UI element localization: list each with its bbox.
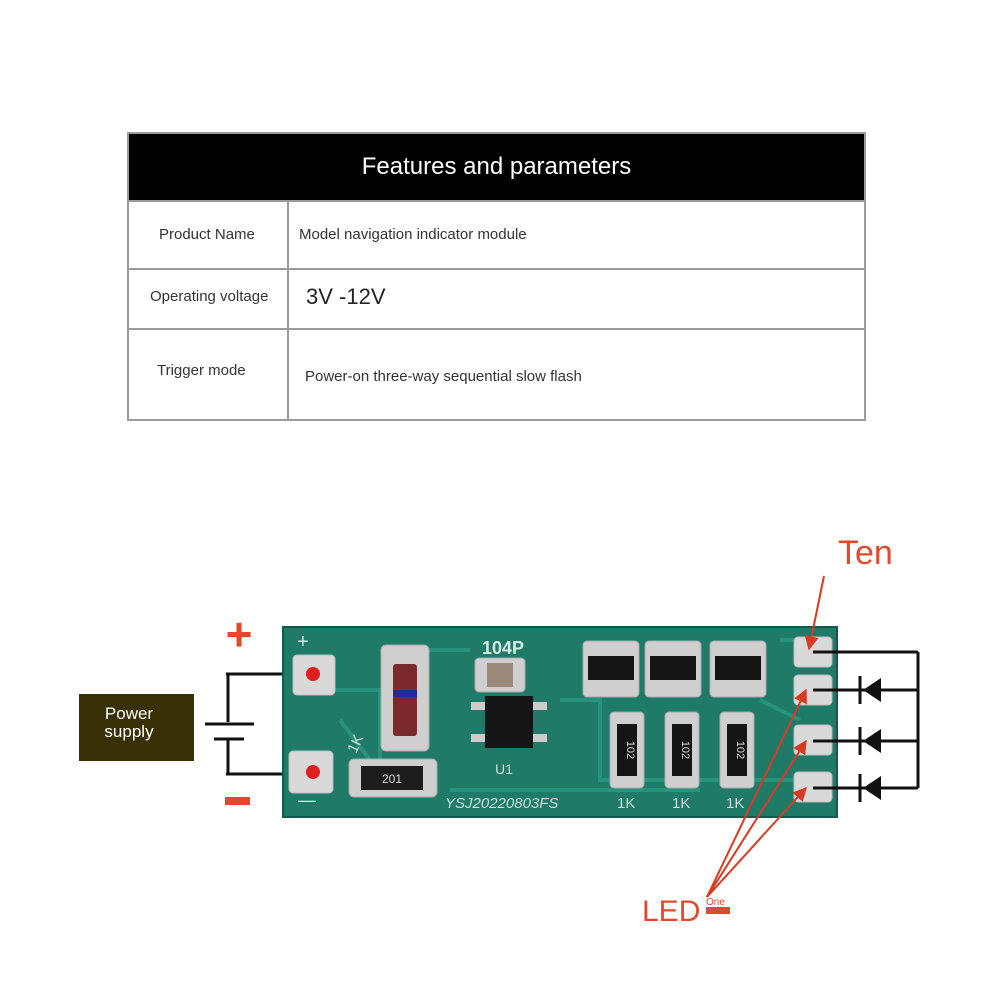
silk-1k-left: 1K — [344, 732, 367, 756]
resistor-102-label-2: 102 — [679, 741, 691, 759]
row-label-operating-voltage: Operating voltage — [150, 288, 269, 305]
pad-plus-dot — [306, 667, 320, 681]
silk-ic-label: U1 — [495, 761, 513, 777]
resistor-102-1 — [609, 711, 645, 789]
silk-cap-label: 104P — [482, 638, 524, 658]
row-value-trigger-mode: Power-on three-way sequential slow flash — [305, 368, 582, 385]
one-label: One — [706, 897, 725, 908]
silk-res-value-3: 1K — [726, 795, 744, 812]
pcb-board: + — 104P U1 YSJ20220803FS 1K 1K 1K 1K 20… — [282, 626, 838, 818]
table-row: Trigger mode Power-on three-way sequenti… — [129, 328, 864, 419]
silk-plus: + — [297, 631, 309, 653]
led-underline — [706, 907, 730, 914]
led-3 — [858, 774, 881, 802]
table-header: Features and parameters — [129, 134, 864, 200]
silk-res-value-1: 1K — [617, 795, 635, 812]
transistor-3 — [709, 640, 767, 698]
resistor-201-label: 201 — [382, 772, 402, 786]
row-label-product-name: Product Name — [159, 226, 255, 243]
silk-board-code: YSJ20220803FS — [445, 795, 558, 812]
diode-band — [393, 690, 417, 697]
plus-annotation: + — [226, 608, 253, 660]
transistor-1 — [582, 640, 640, 698]
ten-label: Ten — [838, 534, 893, 572]
table-row: Operating voltage 3V -12V — [129, 268, 864, 328]
led-1 — [858, 676, 881, 704]
ic-u1 — [471, 696, 547, 748]
led-label: LED — [642, 895, 700, 928]
resistor-102-label-3: 102 — [734, 741, 746, 759]
transistor-2 — [644, 640, 702, 698]
silk-minus: — — [298, 790, 316, 810]
row-value-operating-voltage: 3V -12V — [306, 284, 386, 309]
led-2 — [858, 727, 881, 755]
led-arrows — [706, 688, 807, 898]
power-supply-box — [79, 694, 194, 761]
pad-minus-dot — [306, 765, 320, 779]
row-value-product-name: Model navigation indicator module — [299, 226, 527, 243]
minus-annotation — [225, 797, 250, 805]
table-row: Product Name Model navigation indicator … — [129, 200, 864, 268]
resistor-102-3 — [719, 711, 755, 789]
row-label-trigger-mode: Trigger mode — [157, 362, 246, 379]
resistor-102-2 — [664, 711, 700, 789]
power-supply-label-2: supply — [104, 722, 154, 741]
features-table: Features and parameters Product Name Mod… — [127, 132, 866, 421]
diode — [393, 664, 417, 736]
capacitor — [487, 663, 513, 687]
power-supply-label: Power — [105, 704, 154, 723]
resistor-201 — [361, 766, 423, 790]
resistor-102-label-1: 102 — [624, 741, 636, 759]
silk-res-value-2: 1K — [672, 795, 690, 812]
ten-arrow — [804, 575, 825, 651]
